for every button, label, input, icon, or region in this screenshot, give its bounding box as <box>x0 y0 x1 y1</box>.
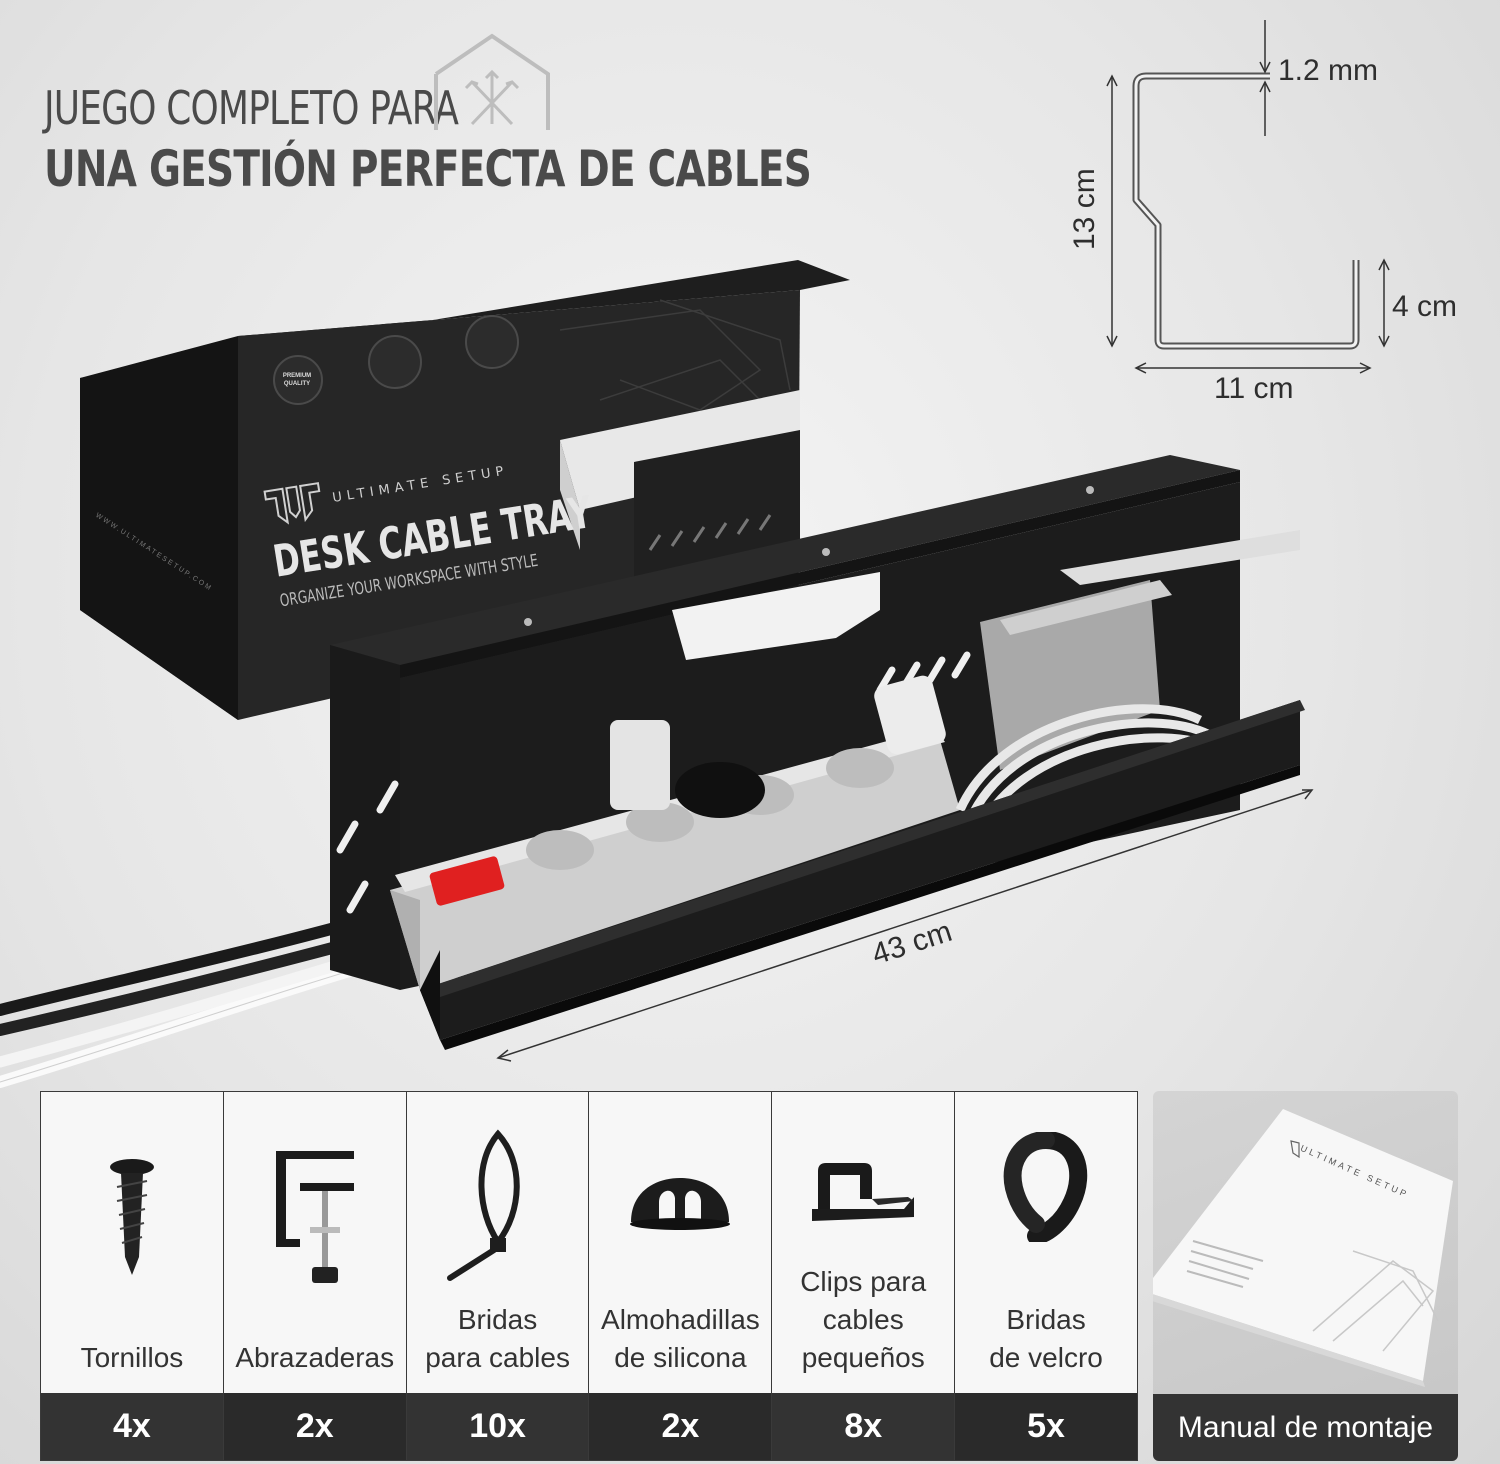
thickness-label: 1.2 mm <box>1278 54 1379 87</box>
headline: JUEGO COMPLETO PARA UNA GESTIÓN PERFECTA… <box>44 78 1027 200</box>
cable-tray <box>330 455 1305 1050</box>
depth-label: 11 cm <box>1214 372 1294 405</box>
accessory-qty: 2x <box>589 1393 772 1460</box>
screw-icon <box>109 1159 154 1275</box>
product-scene <box>0 260 1314 1088</box>
box-badge: PREMIUM QUALITY <box>282 373 312 387</box>
accessory-label: Bridas para cables <box>425 1304 570 1374</box>
manual-booklet-icon <box>1153 1109 1453 1387</box>
accessory-qty: 10x <box>406 1393 589 1460</box>
clamp-icon <box>275 1151 354 1283</box>
profile-dimension-drawing <box>1106 20 1390 374</box>
accessory-qty: 4x <box>41 1393 223 1460</box>
accessory-cable-ties: Bridas para cables 10x <box>406 1092 590 1460</box>
accessory-label: Almohadillas de silicona <box>601 1304 760 1374</box>
accessory-silicone-pads: Almohadillas de silicona 2x <box>589 1092 773 1460</box>
accessory-velcro-straps: Bridas de velcro 5x <box>955 1092 1137 1460</box>
accessory-qty: 5x <box>955 1393 1137 1460</box>
accessory-table: Tornillos 4x Abrazaderas 2x <box>40 1091 1138 1461</box>
ultimate-setup-logo-icon <box>263 482 321 525</box>
accessory-clamps: Abrazaderas 2x <box>223 1092 407 1460</box>
accessory-cable-clips: Clips para cables pequeños 8x <box>772 1092 956 1460</box>
power-switch <box>429 856 505 906</box>
velcro-strap-icon <box>1003 1132 1088 1242</box>
manual-card: ULTIMATE SETUP Manual de montaje <box>1153 1091 1458 1461</box>
accessory-label: Tornillos <box>80 1342 184 1374</box>
accessory-label: Abrazaderas <box>235 1342 395 1374</box>
house-logo-icon <box>434 33 550 130</box>
cable-clip-icon <box>812 1163 915 1221</box>
accessory-qty: 8x <box>772 1393 955 1460</box>
headline-line-1: JUEGO COMPLETO PARA <box>44 81 459 135</box>
silicone-pad-icon <box>630 1178 731 1230</box>
lip-height-label: 4 cm <box>1392 290 1458 323</box>
packaging-box <box>80 260 850 720</box>
length-dimension <box>496 789 1314 1062</box>
box-branding: ULTIMATE SETUP DESK CABLE TRAY ORGANIZE … <box>262 418 723 611</box>
accessory-qty: 2x <box>223 1393 406 1460</box>
accessory-label: Bridas de velcro <box>989 1304 1103 1374</box>
accessory-label: Clips para cables pequeños <box>800 1266 927 1374</box>
height-label: 13 cm <box>1068 168 1101 250</box>
headline-line-2: UNA GESTIÓN PERFECTA DE CABLES <box>44 140 812 198</box>
cable-tie-icon <box>446 1129 520 1281</box>
accessory-screws: Tornillos 4x <box>41 1092 224 1460</box>
manual-label: Manual de montaje <box>1153 1394 1458 1461</box>
